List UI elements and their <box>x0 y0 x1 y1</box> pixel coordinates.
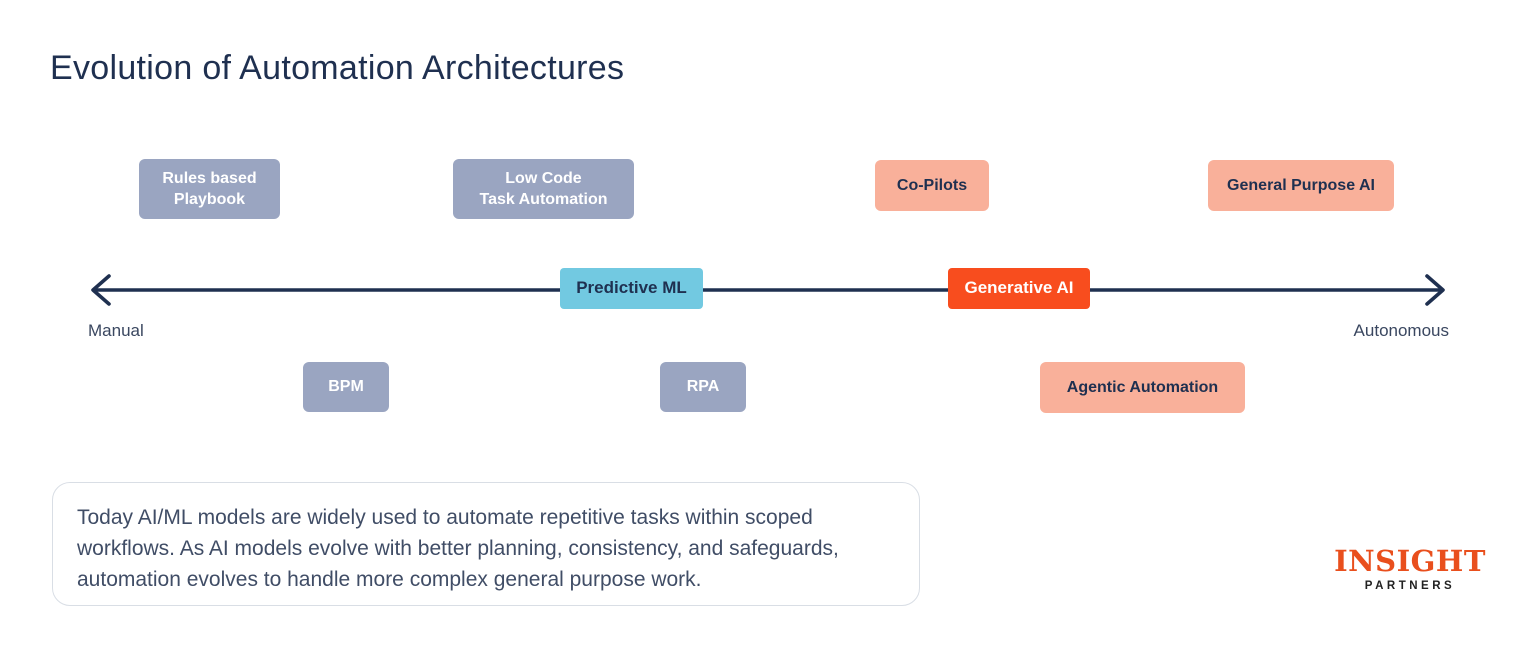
box-bpm: BPM <box>303 362 389 412</box>
note-card: Today AI/ML models are widely used to au… <box>52 482 920 606</box>
timeline-arrow <box>91 274 1445 306</box>
box-low-code-task-automation-label: Low Code Task Automation <box>479 169 608 208</box>
box-co-pilots: Co-Pilots <box>875 160 989 211</box>
logo-wordmark: INSIGHT <box>1334 544 1486 578</box>
logo-subtext: PARTNERS <box>1364 580 1456 593</box>
box-bpm-label: BPM <box>328 378 364 396</box>
box-generative-ai-label: Generative AI <box>964 278 1074 298</box>
box-general-purpose-ai: General Purpose AI <box>1208 160 1394 211</box>
note-text: Today AI/ML models are widely used to au… <box>77 506 839 591</box>
box-predictive-ml-label: Predictive ML <box>576 278 687 298</box>
box-agentic-automation-label: Agentic Automation <box>1066 378 1219 396</box>
box-generative-ai: Generative AI <box>948 268 1090 309</box>
box-predictive-ml: Predictive ML <box>560 268 703 309</box>
insight-partners-logo: INSIGHT PARTNERS <box>1334 544 1486 593</box>
box-rpa: RPA <box>660 362 746 412</box>
arrowhead-left-icon <box>91 274 111 306</box>
box-rpa-label: RPA <box>686 378 720 396</box>
box-agentic-automation: Agentic Automation <box>1040 362 1245 413</box>
box-rules-based-playbook: Rules based Playbook <box>139 159 280 219</box>
page-title: Evolution of Automation Architectures <box>50 49 625 87</box>
box-general-purpose-ai-label: General Purpose AI <box>1227 176 1375 194</box>
arrowhead-right-icon <box>1425 274 1445 306</box>
axis-label-manual: Manual <box>88 321 144 340</box>
box-co-pilots-label: Co-Pilots <box>896 176 968 194</box>
box-rules-based-playbook-label: Rules based Playbook <box>162 169 257 208</box>
box-low-code-task-automation: Low Code Task Automation <box>453 159 634 219</box>
axis-label-autonomous: Autonomous <box>1353 321 1449 340</box>
